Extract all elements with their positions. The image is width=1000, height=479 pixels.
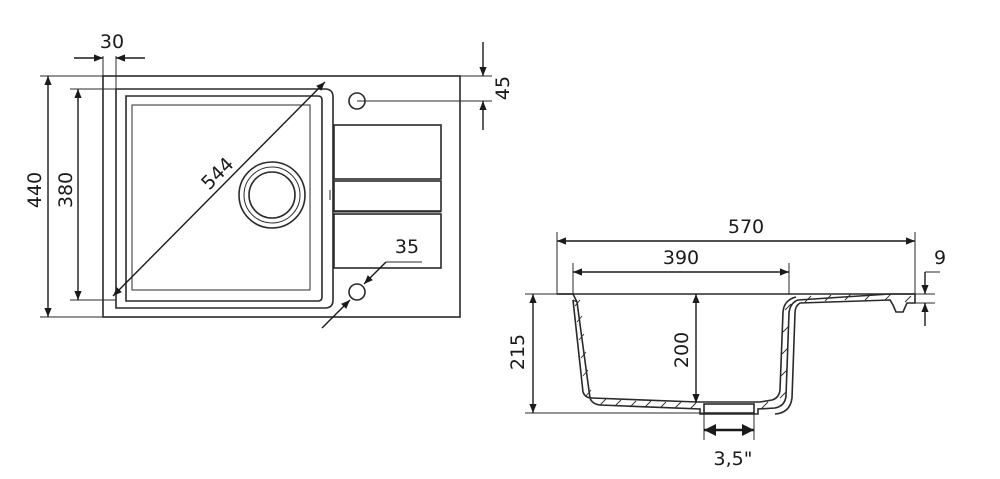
bowl-floor [131,104,311,291]
dim-label: 45 [492,76,514,100]
dim-label: 9 [934,247,946,269]
dim-overall-width: 570 [556,216,916,294]
dim-label: 30 [100,31,124,53]
dim-label: 200 [671,332,693,368]
dim-label: 215 [507,334,529,370]
dim-overall-height: 215 [507,293,704,414]
sink-profile-outer [557,293,916,415]
dim-label: 390 [663,247,699,269]
wall-hatching [574,293,912,410]
dim-label: 35 [395,236,419,258]
dim-overall-depth: 440 [24,75,103,318]
dim-bowl-depth: 380 [55,88,116,301]
dim-rim-offset: 30 [74,31,145,89]
drain-mid [243,166,301,224]
dim-bowl-depth-side: 200 [671,294,700,403]
sink-outline [102,75,461,318]
drainboard-ribs [329,124,442,269]
drain-outlet [703,403,755,414]
dim-tap-hole-offset: 45 [357,42,514,130]
tap-hole-bottom [348,283,366,301]
bowl-inner [125,95,323,302]
dim-bowl-width: 390 [572,247,790,294]
dim-drain-size: 3,5" [703,413,755,470]
top-view: 30 440 380 544 45 [24,31,514,329]
dim-label: 544 [197,153,238,194]
dim-tap-hole-diameter: 35 [321,236,422,329]
side-view: 570 390 9 215 200 [507,216,946,470]
drain-inner [248,171,296,219]
bowl-outer [115,88,334,309]
dim-label: 440 [24,172,46,208]
dim-label: 570 [728,216,764,238]
dim-label: 380 [55,172,77,208]
dim-label: 3,5" [714,448,753,470]
sink-profile-inner [572,296,797,403]
dim-bowl-diagonal: 544 [112,81,326,297]
dim-rim-height: 9 [915,247,946,326]
